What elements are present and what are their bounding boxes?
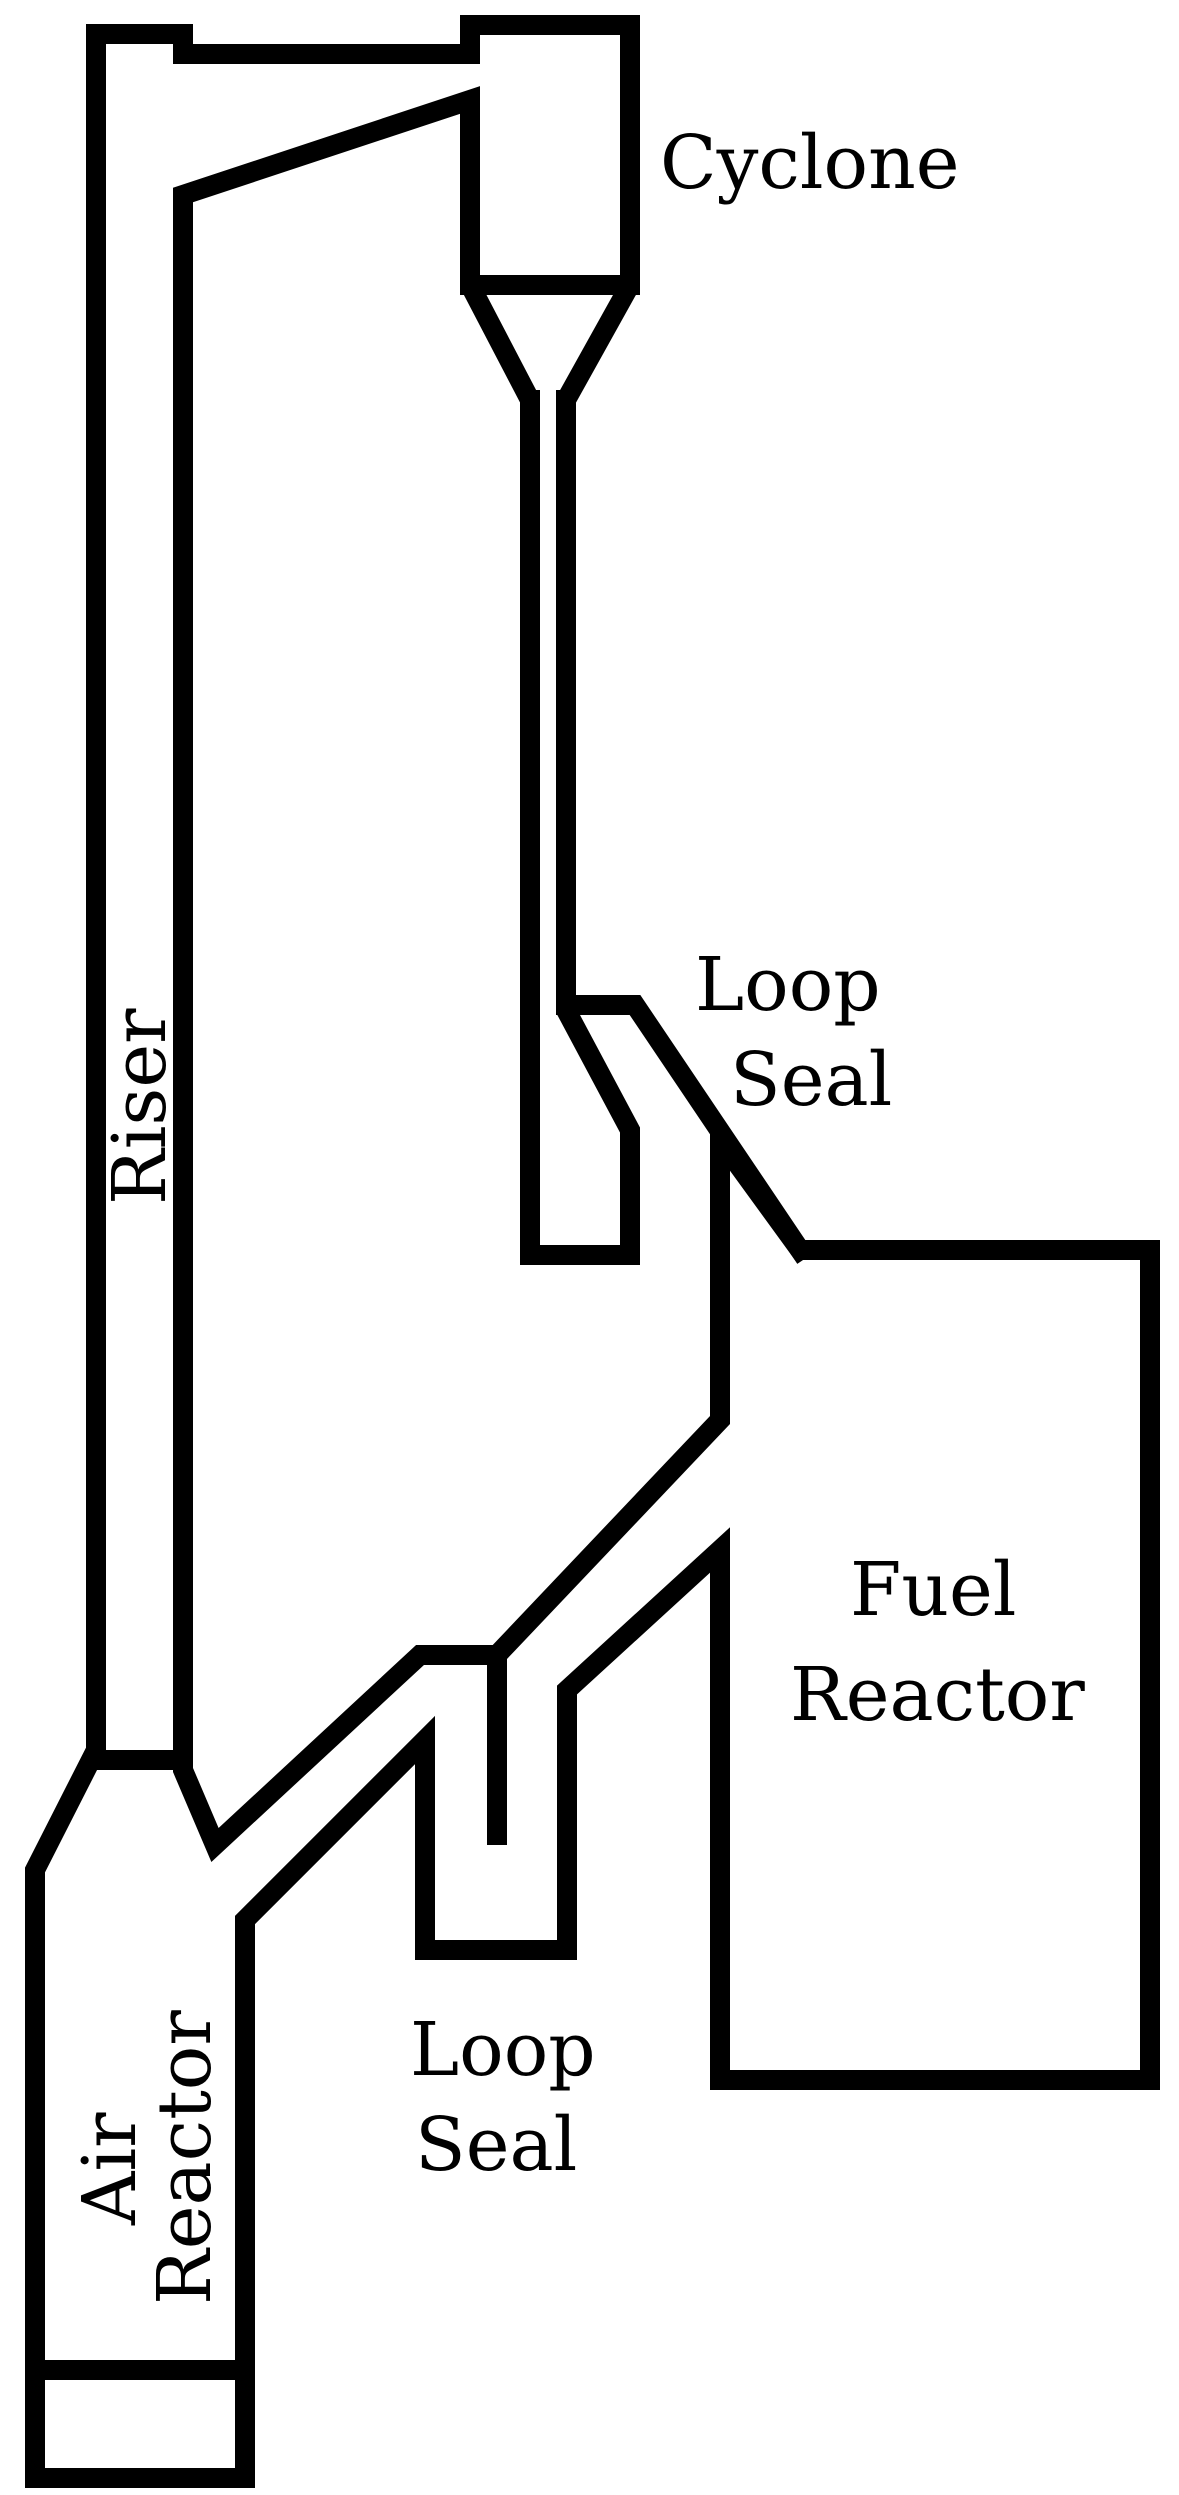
loop-seal-bottom-label-line-1: Loop	[410, 2007, 596, 2093]
riser-left-wall	[25, 15, 1160, 2488]
fuel-reactor-label-line-2: Reactor	[790, 1652, 1085, 1738]
air-reactor-label-line-2: Reactor	[142, 2010, 228, 2305]
cyclone-label: Cyclone	[660, 120, 960, 206]
riser-label: Riser	[97, 1008, 183, 1205]
air-reactor-label-line-1: Air	[67, 2112, 153, 2226]
loop-seal-bottom-label-line-2: Seal	[415, 2102, 577, 2188]
loop-seal-top-label-line-1: Loop	[695, 942, 881, 1028]
cyclone-dipleg	[556, 390, 814, 1264]
fuel-reactor-label-line-1: Fuel	[850, 1547, 1016, 1633]
loop-seal-top-label-line-2: Seal	[730, 1037, 892, 1123]
